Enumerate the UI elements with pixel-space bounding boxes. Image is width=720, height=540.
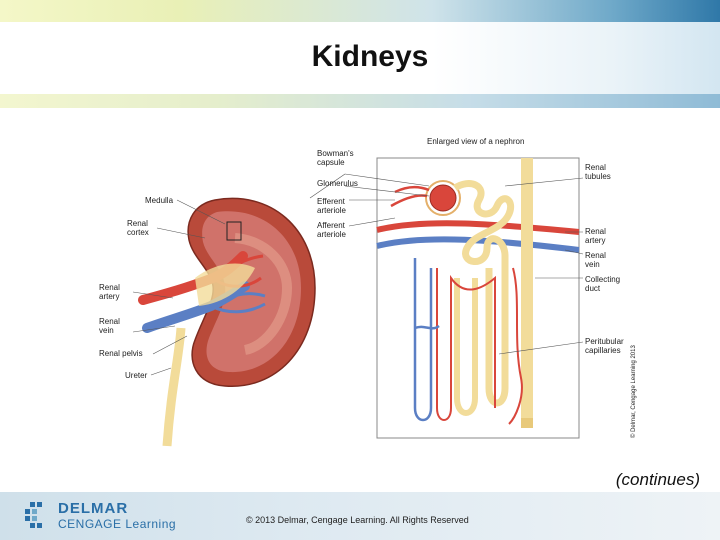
label-renal-artery-right-2: artery <box>585 236 605 245</box>
label-renal-vein-right-1: Renal <box>585 251 606 260</box>
glomerulus <box>430 185 456 211</box>
label-efferent-2: arteriole <box>317 206 346 215</box>
kidney-nephron-diagram: Enlarged view of a nephron <box>95 128 655 448</box>
label-collecting-duct-2: duct <box>585 284 601 293</box>
label-glomerulus: Glomerulus <box>317 179 358 188</box>
copyright-text: © 2013 Delmar, Cengage Learning. All Rig… <box>246 515 469 525</box>
label-renal-vein-left-1: Renal <box>99 317 120 326</box>
label-renal-cortex-2: cortex <box>127 228 149 237</box>
label-renal-vein-right-2: vein <box>585 260 600 269</box>
brand-subtitle: CENGAGE Learning <box>58 517 176 531</box>
label-efferent-1: Efferent <box>317 197 346 206</box>
label-bowmans-capsule-2: capsule <box>317 158 345 167</box>
label-bowmans-capsule-1: Bowman's <box>317 149 354 158</box>
continues-label: (continues) <box>616 470 700 490</box>
label-ureter: Ureter <box>125 371 148 380</box>
label-peritubular-2: capillaries <box>585 346 621 355</box>
nephron-header: Enlarged view of a nephron <box>427 137 524 146</box>
label-renal-cortex-1: Renal <box>127 219 148 228</box>
diagram-credit: © Delmar, Cengage Learning 2013 <box>630 345 637 438</box>
top-gradient-bar <box>0 0 720 22</box>
brand-name: DELMAR <box>58 500 128 517</box>
label-renal-pelvis: Renal pelvis <box>99 349 143 358</box>
label-renal-artery-right-1: Renal <box>585 227 606 236</box>
label-renal-artery-left-1: Renal <box>99 283 120 292</box>
slide-title: Kidneys <box>0 40 720 74</box>
label-medulla: Medulla <box>145 196 174 205</box>
delmar-logo-icon <box>22 500 52 530</box>
label-renal-artery-left-2: artery <box>99 292 119 301</box>
label-collecting-duct-1: Collecting <box>585 275 620 284</box>
label-renal-tubules-2: tubules <box>585 172 611 181</box>
label-renal-tubules-1: Renal <box>585 163 606 172</box>
title-rule <box>0 94 720 108</box>
label-afferent-1: Afferent <box>317 221 346 230</box>
label-renal-vein-left-2: vein <box>99 326 114 335</box>
label-afferent-2: arteriole <box>317 230 346 239</box>
label-peritubular-1: Peritubular <box>585 337 624 346</box>
